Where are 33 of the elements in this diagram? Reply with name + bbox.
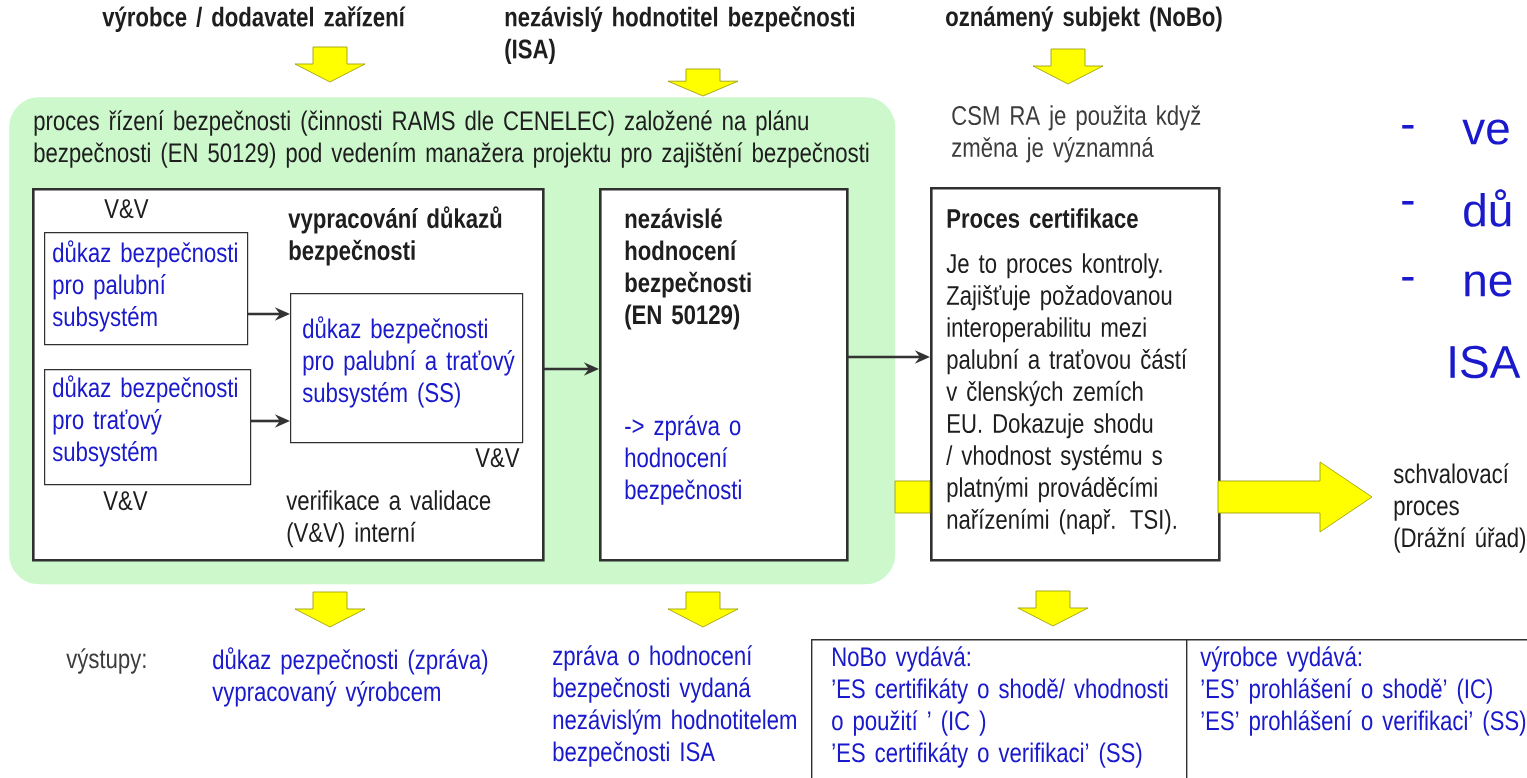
block-arrow [894,480,931,514]
output-text: zpráva o hodnocení bezpečnosti vydaná nezávislým hodnotitelem bezpečnosti ISA [553,645,796,767]
block-arrow [667,591,739,628]
text-label: výstupy: [66,648,146,674]
role-heading: výrobce / dodavatel zařízení [102,6,406,32]
slide-text: dů [1464,189,1511,227]
slide-text: ISA [1450,345,1521,379]
block-arrow [1017,590,1089,627]
slide-text: ve [1462,119,1509,145]
slide-text: - [1402,277,1414,281]
note-text: CSM RA je použita když změna je významná [952,105,1201,163]
slide-text: - [1402,201,1414,205]
certification-box: Proces certifikace Je to proces kontroly. Zajišťuje požadovanou interoperabilitu mezi palubní a traťovou částí v členských zemích EU. Dokazuje shodu / vhodnost systému s platnými prováděcími nařízeními (např. TSI). [930,187,1221,562]
approval-text: schvalovací proces (Drážní úřad) [1393,463,1526,553]
block-arrow [1217,461,1373,533]
evidence-box: důkaz bezpečnosti pro palubní a traťový subsystém (SS) [290,293,524,444]
block-arrow [667,68,739,97]
table-cell: výrobce vydává: ’ES’ prohlášení o shodě’ (IC) ’ES’ prohlášení o verifikaci’ (SS) [1186,639,1527,778]
block-arrow [1032,48,1104,85]
table-cell: NoBo vydává: ’ES certifikáty o shodě/ vhodnosti o použití ’ (IC ) ’ES certifikáty o verifikaci’ (SS) [811,639,1188,778]
text-label: V&V [104,199,149,219]
role-heading: nezávislý hodnotitel bezpečnosti (ISA) [505,6,854,64]
role-heading: oznámený subjekt (NoBo) [946,6,1222,32]
text-label: V&V [103,491,148,511]
output-text: důkaz pezpečnosti (zpráva) vypracovaný výrobcem [212,647,488,707]
block-arrow [294,591,366,628]
evidence-box: důkaz bezpečnosti pro palubní subsystém [44,232,249,346]
text-label: V&V [475,448,520,468]
slide-text: ne [1465,271,1512,297]
block-arrow [294,46,366,83]
evidence-box: důkaz bezpečnosti pro traťový subsystém [44,369,252,486]
slide-text: - [1402,125,1414,129]
assessment-box: nezávislé hodnocení bezpečnosti (EN 50129) -> zpráva o hodnocení bezpečnosti [599,188,849,562]
